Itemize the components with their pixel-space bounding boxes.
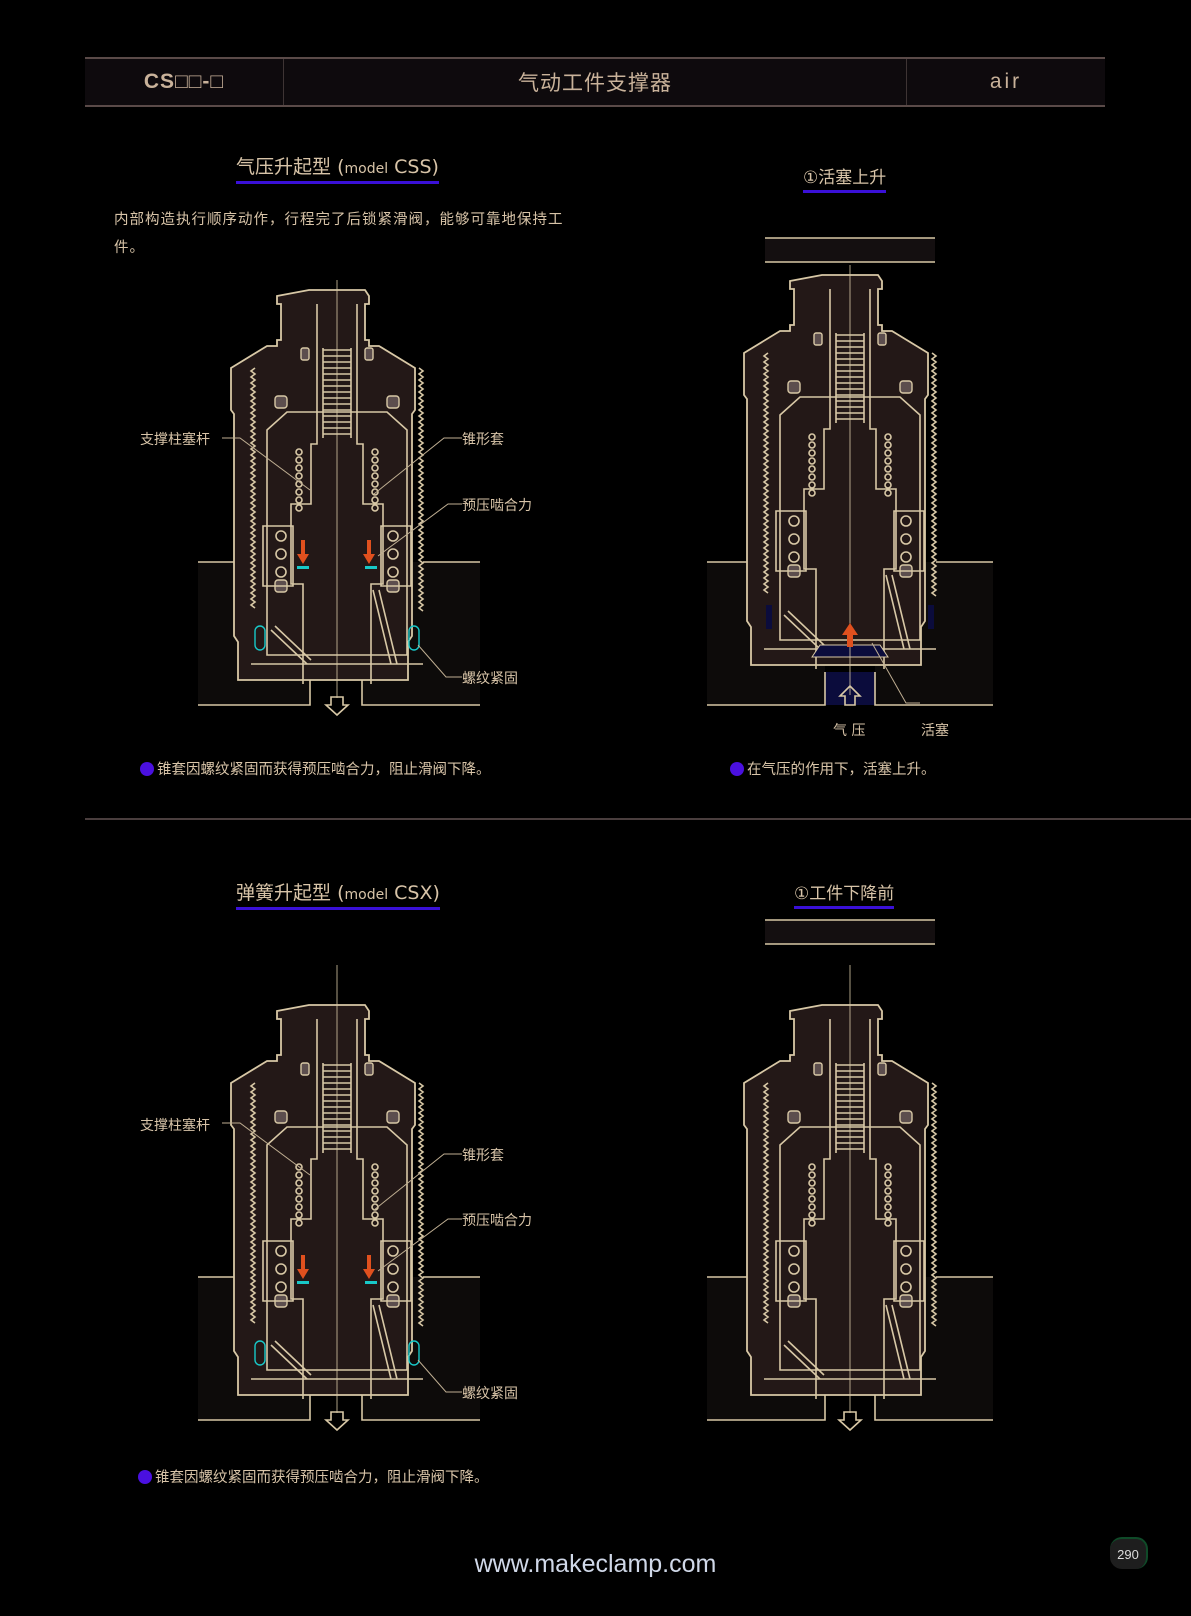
diagram-title-before-lowering: ①工件下降前 [794,879,895,909]
section-title-text: 弹簧升起型 [236,882,332,904]
product-title: 气动工件支撑器 [284,59,907,105]
model-name: CSX [394,882,433,904]
model-code: CS□□-□ [85,59,284,105]
section-title-spring: 弹簧升起型 (model CSX) [236,878,440,910]
down-arrow-icon [323,696,351,717]
label-cone-sleeve: 锥形套 [462,1148,504,1164]
diagram-csx-locked [198,965,480,1432]
label-air-pressure: 气 压 [833,723,866,739]
caption-piston-rise: 在气压的作用下，活塞上升。 [730,758,936,779]
caption-text: 锥套因螺纹紧固而获得预压啮合力，阻止滑阀下降。 [157,762,491,778]
caption-csx: 锥套因螺纹紧固而获得预压啮合力，阻止滑阀下降。 [138,1466,489,1487]
bullet-dot-icon [730,761,744,776]
diagram-title-piston-rise: ①活塞上升 [803,163,887,193]
label-plunger: 支撑柱塞杆 [140,432,210,448]
model-prefix: model [344,887,389,903]
label-piston: 活塞 [921,723,949,739]
footer-url[interactable]: www.makeclamp.com [474,1550,717,1578]
label-preload: 预压啮合力 [462,1213,532,1229]
bullet-dot-icon [138,1469,152,1484]
caption-text: 在气压的作用下，活塞上升。 [747,762,936,778]
label-thread-lock: 螺纹紧固 [462,1386,518,1402]
section-divider [85,818,1191,820]
diagram-piston-rise [707,237,993,706]
diagram-before-lowering [707,919,993,1432]
section-description: 内部构造执行顺序动作，行程完了后锁紧滑阀，能够可靠地保持工件。 [114,212,564,256]
caption-css: 锥套因螺纹紧固而获得预压啮合力，阻止滑阀下降。 [140,758,491,779]
section-title-air: 气压升起型 (model CSS) [236,152,439,184]
bullet-dot-icon [140,761,154,776]
model-name: CSS [394,156,432,178]
caption-text: 锥套因螺纹紧固而获得预压啮合力，阻止滑阀下降。 [155,1470,489,1486]
page-header: CS□□-□ 气动工件支撑器 air [85,57,1105,107]
label-preload: 预压啮合力 [462,498,532,514]
label-plunger: 支撑柱塞杆 [140,1118,210,1134]
page-number-badge: 290 [1110,1537,1148,1569]
model-prefix: model [344,161,389,177]
diagram-css-locked [198,280,480,717]
up-arrow-icon [838,684,862,706]
drive-type: air [989,70,1023,93]
label-thread-lock: 螺纹紧固 [462,671,518,687]
label-cone-sleeve: 锥形套 [462,432,504,448]
section-title-text: 气压升起型 [236,156,332,178]
